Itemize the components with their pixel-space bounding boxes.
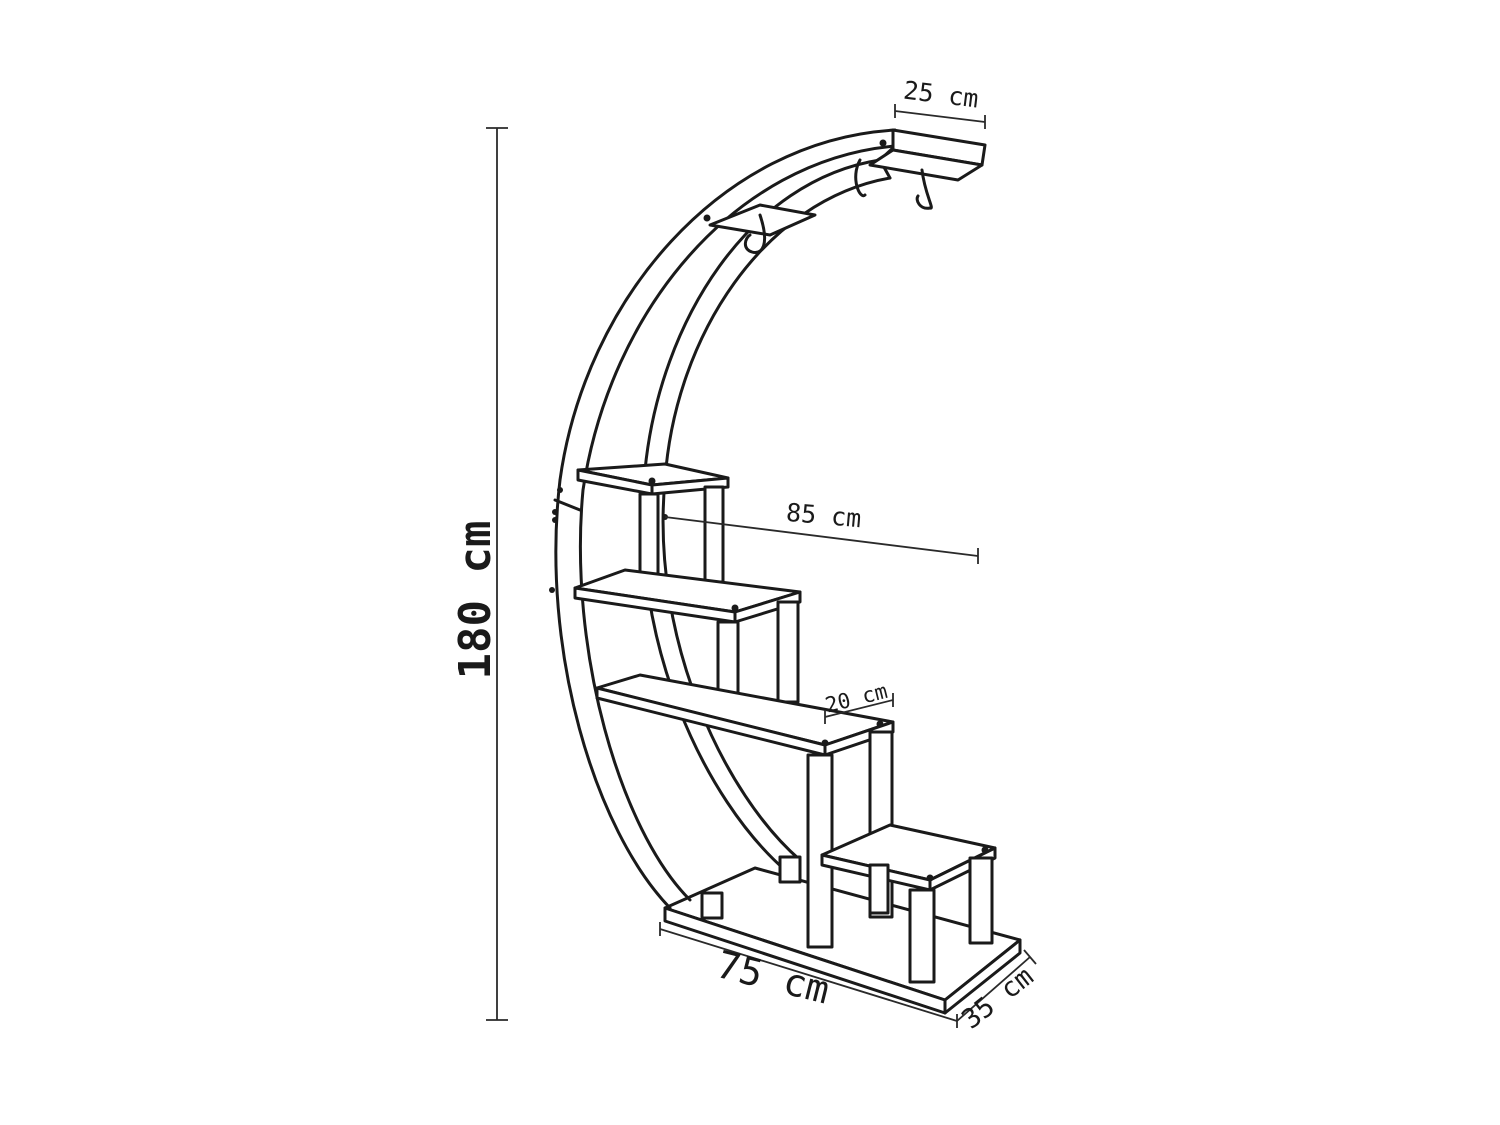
arc-span-dimension-line bbox=[664, 516, 979, 564]
step-shelf-4 bbox=[820, 823, 997, 984]
step-shelf-2 bbox=[573, 568, 802, 724]
base-depth-dimension-line bbox=[956, 949, 1037, 1022]
hook-icon bbox=[854, 158, 867, 198]
top-shelf bbox=[868, 128, 987, 182]
screw-dots bbox=[549, 139, 989, 882]
hook-icon bbox=[915, 168, 933, 210]
arc-span-label: 85 cm bbox=[785, 498, 863, 533]
height-label: 180 cm bbox=[450, 521, 501, 680]
top-shelf-depth-label: 25 cm bbox=[902, 76, 980, 114]
step-shelf-1 bbox=[576, 462, 730, 588]
step-shelf-3 bbox=[595, 673, 895, 949]
step-depth-dimension-line bbox=[824, 693, 894, 724]
step-depth-label: 20 cm bbox=[823, 679, 890, 718]
base-board bbox=[663, 866, 1022, 1015]
height-dimension-line bbox=[486, 127, 508, 1021]
top-shelf-dimension-line bbox=[894, 104, 986, 129]
hook-icon bbox=[743, 213, 766, 254]
